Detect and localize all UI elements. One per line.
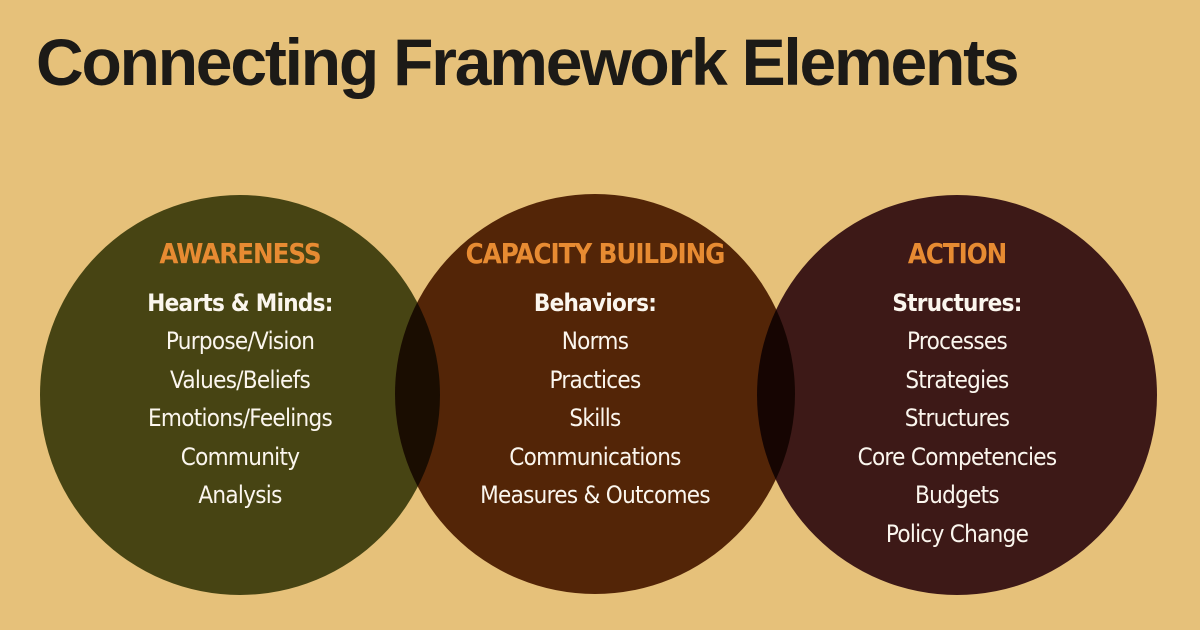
list-item: Policy Change (885, 519, 1029, 548)
list-item: Norms (561, 327, 629, 355)
list-item: Budgets (915, 481, 1000, 509)
action-heading: ACTION (907, 237, 1007, 270)
list-item: Processes (906, 327, 1008, 355)
awareness-content: AWARENESS Hearts & Minds: Purpose/Vision… (40, 232, 440, 515)
awareness-heading: AWARENESS (159, 237, 321, 270)
capacity-building-heading: CAPACITY BUILDING (465, 237, 726, 270)
page-title: Connecting Framework Elements (36, 25, 1020, 99)
list-item: Skills (569, 404, 621, 432)
capacity-building-content: CAPACITY BUILDING Behaviors: Norms Pract… (395, 232, 795, 515)
list-item: Communications (509, 442, 681, 471)
list-item: Structures (904, 404, 1010, 432)
list-item: Purpose/Vision (165, 327, 315, 355)
action-subheading: Structures: (892, 289, 1022, 317)
list-item: Practices (549, 365, 641, 394)
list-item: Strategies (905, 365, 1009, 394)
list-item: Community (180, 442, 300, 471)
capacity-building-subheading: Behaviors: (533, 289, 657, 317)
list-item: Measures & Outcomes (480, 481, 711, 509)
awareness-subheading: Hearts & Minds: (147, 289, 333, 317)
capacity-building-circle (395, 194, 795, 594)
awareness-circle (40, 195, 440, 595)
action-circle (757, 195, 1157, 595)
list-item: Core Competencies (857, 442, 1058, 471)
list-item: Values/Beliefs (169, 365, 311, 394)
list-item: Analysis (198, 481, 282, 509)
action-content: ACTION Structures: Processes Strategies … (757, 232, 1157, 553)
list-item: Emotions/Feelings (147, 404, 333, 432)
